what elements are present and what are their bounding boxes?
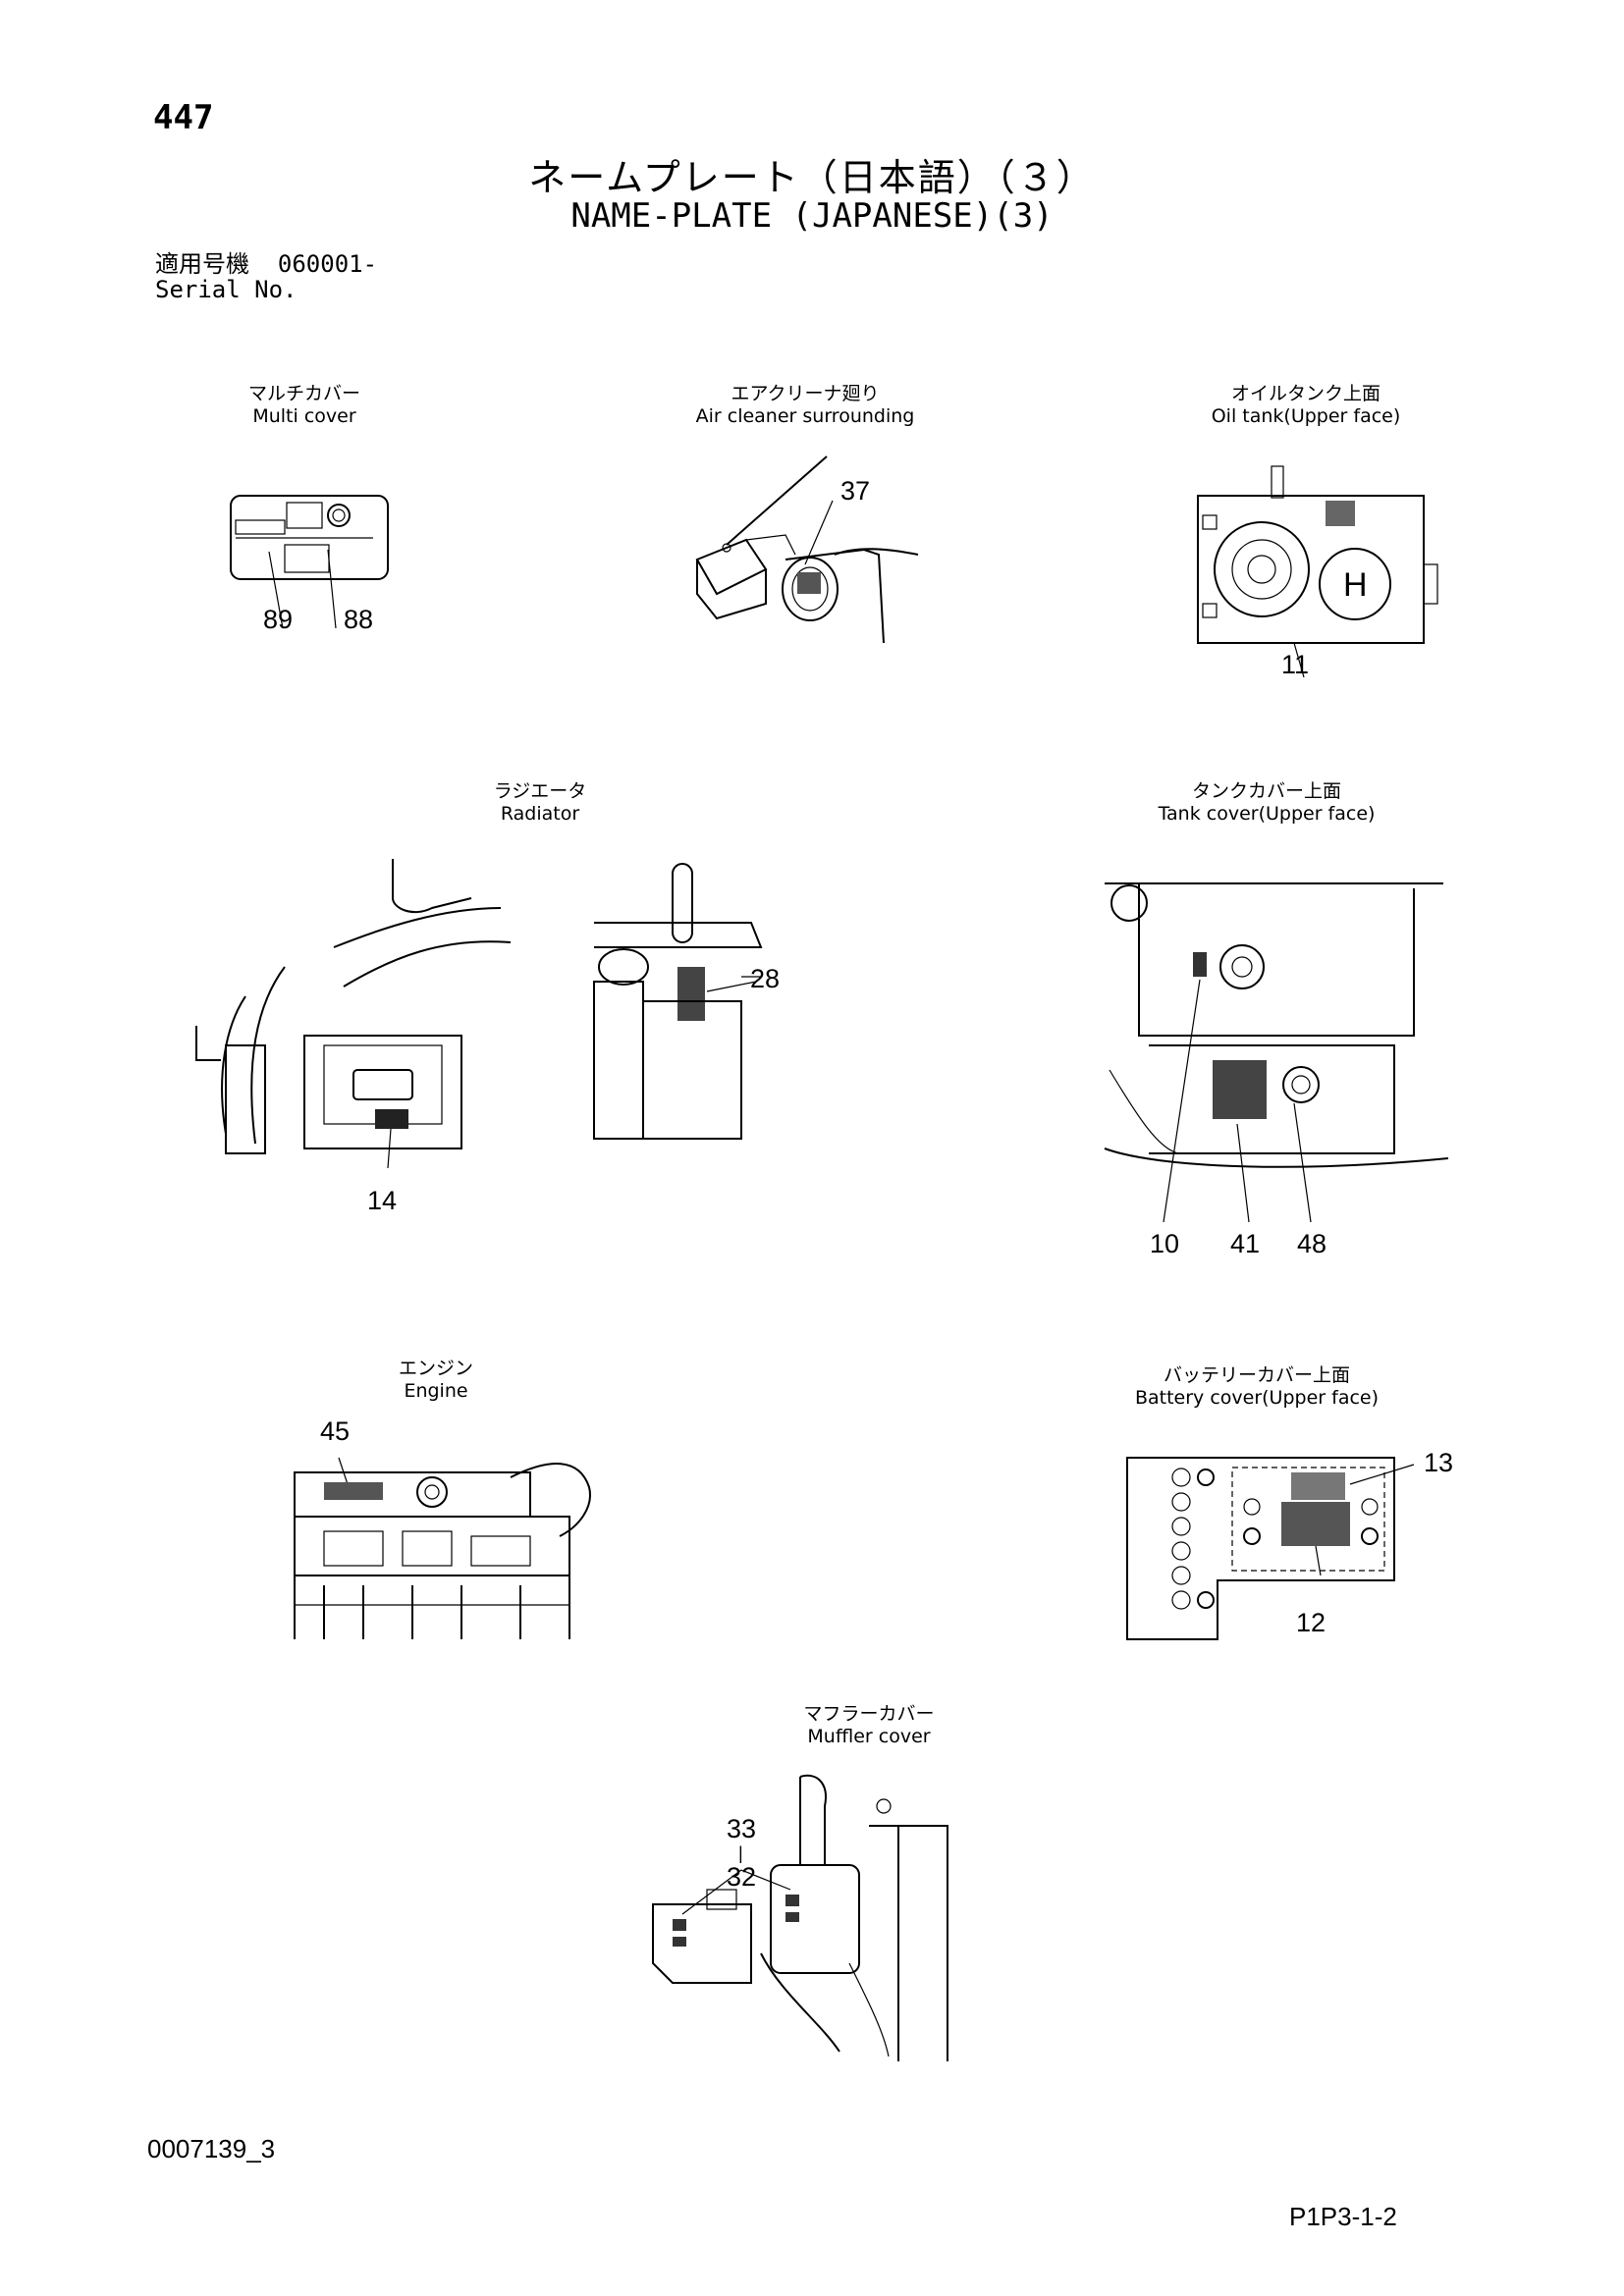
page-number: 447: [153, 98, 214, 137]
multi-cover-caption: マルチカバー Multi cover: [206, 383, 403, 428]
caption-jp: タンクカバー上面: [1191, 780, 1341, 802]
callout-33: 33: [727, 1814, 757, 1843]
callout-37: 37: [840, 476, 871, 506]
serial-value: 060001-: [277, 250, 378, 278]
caption-en: Engine: [404, 1380, 468, 1402]
callout-separator: |: [738, 1843, 743, 1863]
page-title-japanese: ネームプレート（日本語）（３）: [528, 156, 1096, 199]
callout-88: 88: [344, 605, 374, 634]
document-id: 0007139_3: [147, 2134, 276, 2163]
callout-41: 41: [1230, 1229, 1261, 1258]
engine-drawing: [294, 1457, 591, 1639]
engine-caption: エンジン Engine: [338, 1358, 534, 1403]
caption-en: Multi cover: [252, 405, 356, 427]
oil-tank-caption: オイルタンク上面 Oil tank(Upper face): [1188, 383, 1424, 428]
callout-11: 11: [1281, 650, 1310, 679]
oil-tank-drawing: H: [1197, 465, 1438, 678]
callout-12: 12: [1296, 1608, 1326, 1637]
caption-jp: マルチカバー: [247, 383, 360, 404]
caption-jp: マフラーカバー: [803, 1703, 935, 1725]
caption-jp: エンジン: [398, 1358, 473, 1379]
caption-en: Radiator: [500, 803, 580, 825]
battery-cover-caption: バッテリーカバー上面 Battery cover(Upper face): [1110, 1364, 1404, 1410]
caption-en: Tank cover(Upper face): [1158, 803, 1376, 825]
radiator-drawing-left: [195, 859, 512, 1169]
muffler-cover-caption: マフラーカバー Muffler cover: [746, 1703, 992, 1748]
air-cleaner-caption: エアクリーナ廻り Air cleaner surrounding: [668, 383, 943, 428]
radiator-drawing-right: [593, 863, 763, 1140]
serial-en-label: Serial No.: [155, 276, 298, 303]
callout-14: 14: [367, 1186, 398, 1215]
tank-cover-caption: タンクカバー上面 Tank cover(Upper face): [1129, 780, 1404, 826]
callout-89: 89: [263, 605, 294, 634]
serial-block: 適用号機 060001- Serial No.: [155, 251, 377, 302]
caption-jp: エアクリーナ廻り: [731, 383, 880, 404]
page-title-english: NAME-PLATE (JAPANESE)(3): [570, 196, 1054, 236]
caption-en: Battery cover(Upper face): [1134, 1387, 1380, 1409]
caption-jp: オイルタンク上面: [1230, 383, 1380, 404]
callout-48: 48: [1297, 1229, 1327, 1258]
caption-jp: バッテリーカバー上面: [1163, 1364, 1350, 1386]
page-reference: P1P3-1-2: [1289, 2202, 1397, 2231]
muffler-cover-drawing: [652, 1774, 948, 2061]
svg-text:H: H: [1343, 566, 1368, 604]
callout-13: 13: [1424, 1448, 1454, 1477]
caption-en: Air cleaner surrounding: [695, 405, 915, 427]
caption-jp: ラジエータ: [493, 780, 587, 802]
air-cleaner-drawing: [695, 455, 919, 644]
caption-en: Oil tank(Upper face): [1211, 405, 1401, 427]
tank-cover-drawing: [1104, 882, 1449, 1223]
serial-jp-label: 適用号機: [155, 250, 249, 278]
multi-cover-drawing: [230, 495, 389, 629]
callout-10: 10: [1150, 1229, 1180, 1258]
radiator-caption: ラジエータ Radiator: [442, 780, 638, 826]
callout-28: 28: [750, 964, 781, 993]
caption-en: Muffler cover: [807, 1726, 931, 1747]
callout-45: 45: [320, 1416, 351, 1446]
battery-cover-drawing: [1126, 1457, 1415, 1640]
